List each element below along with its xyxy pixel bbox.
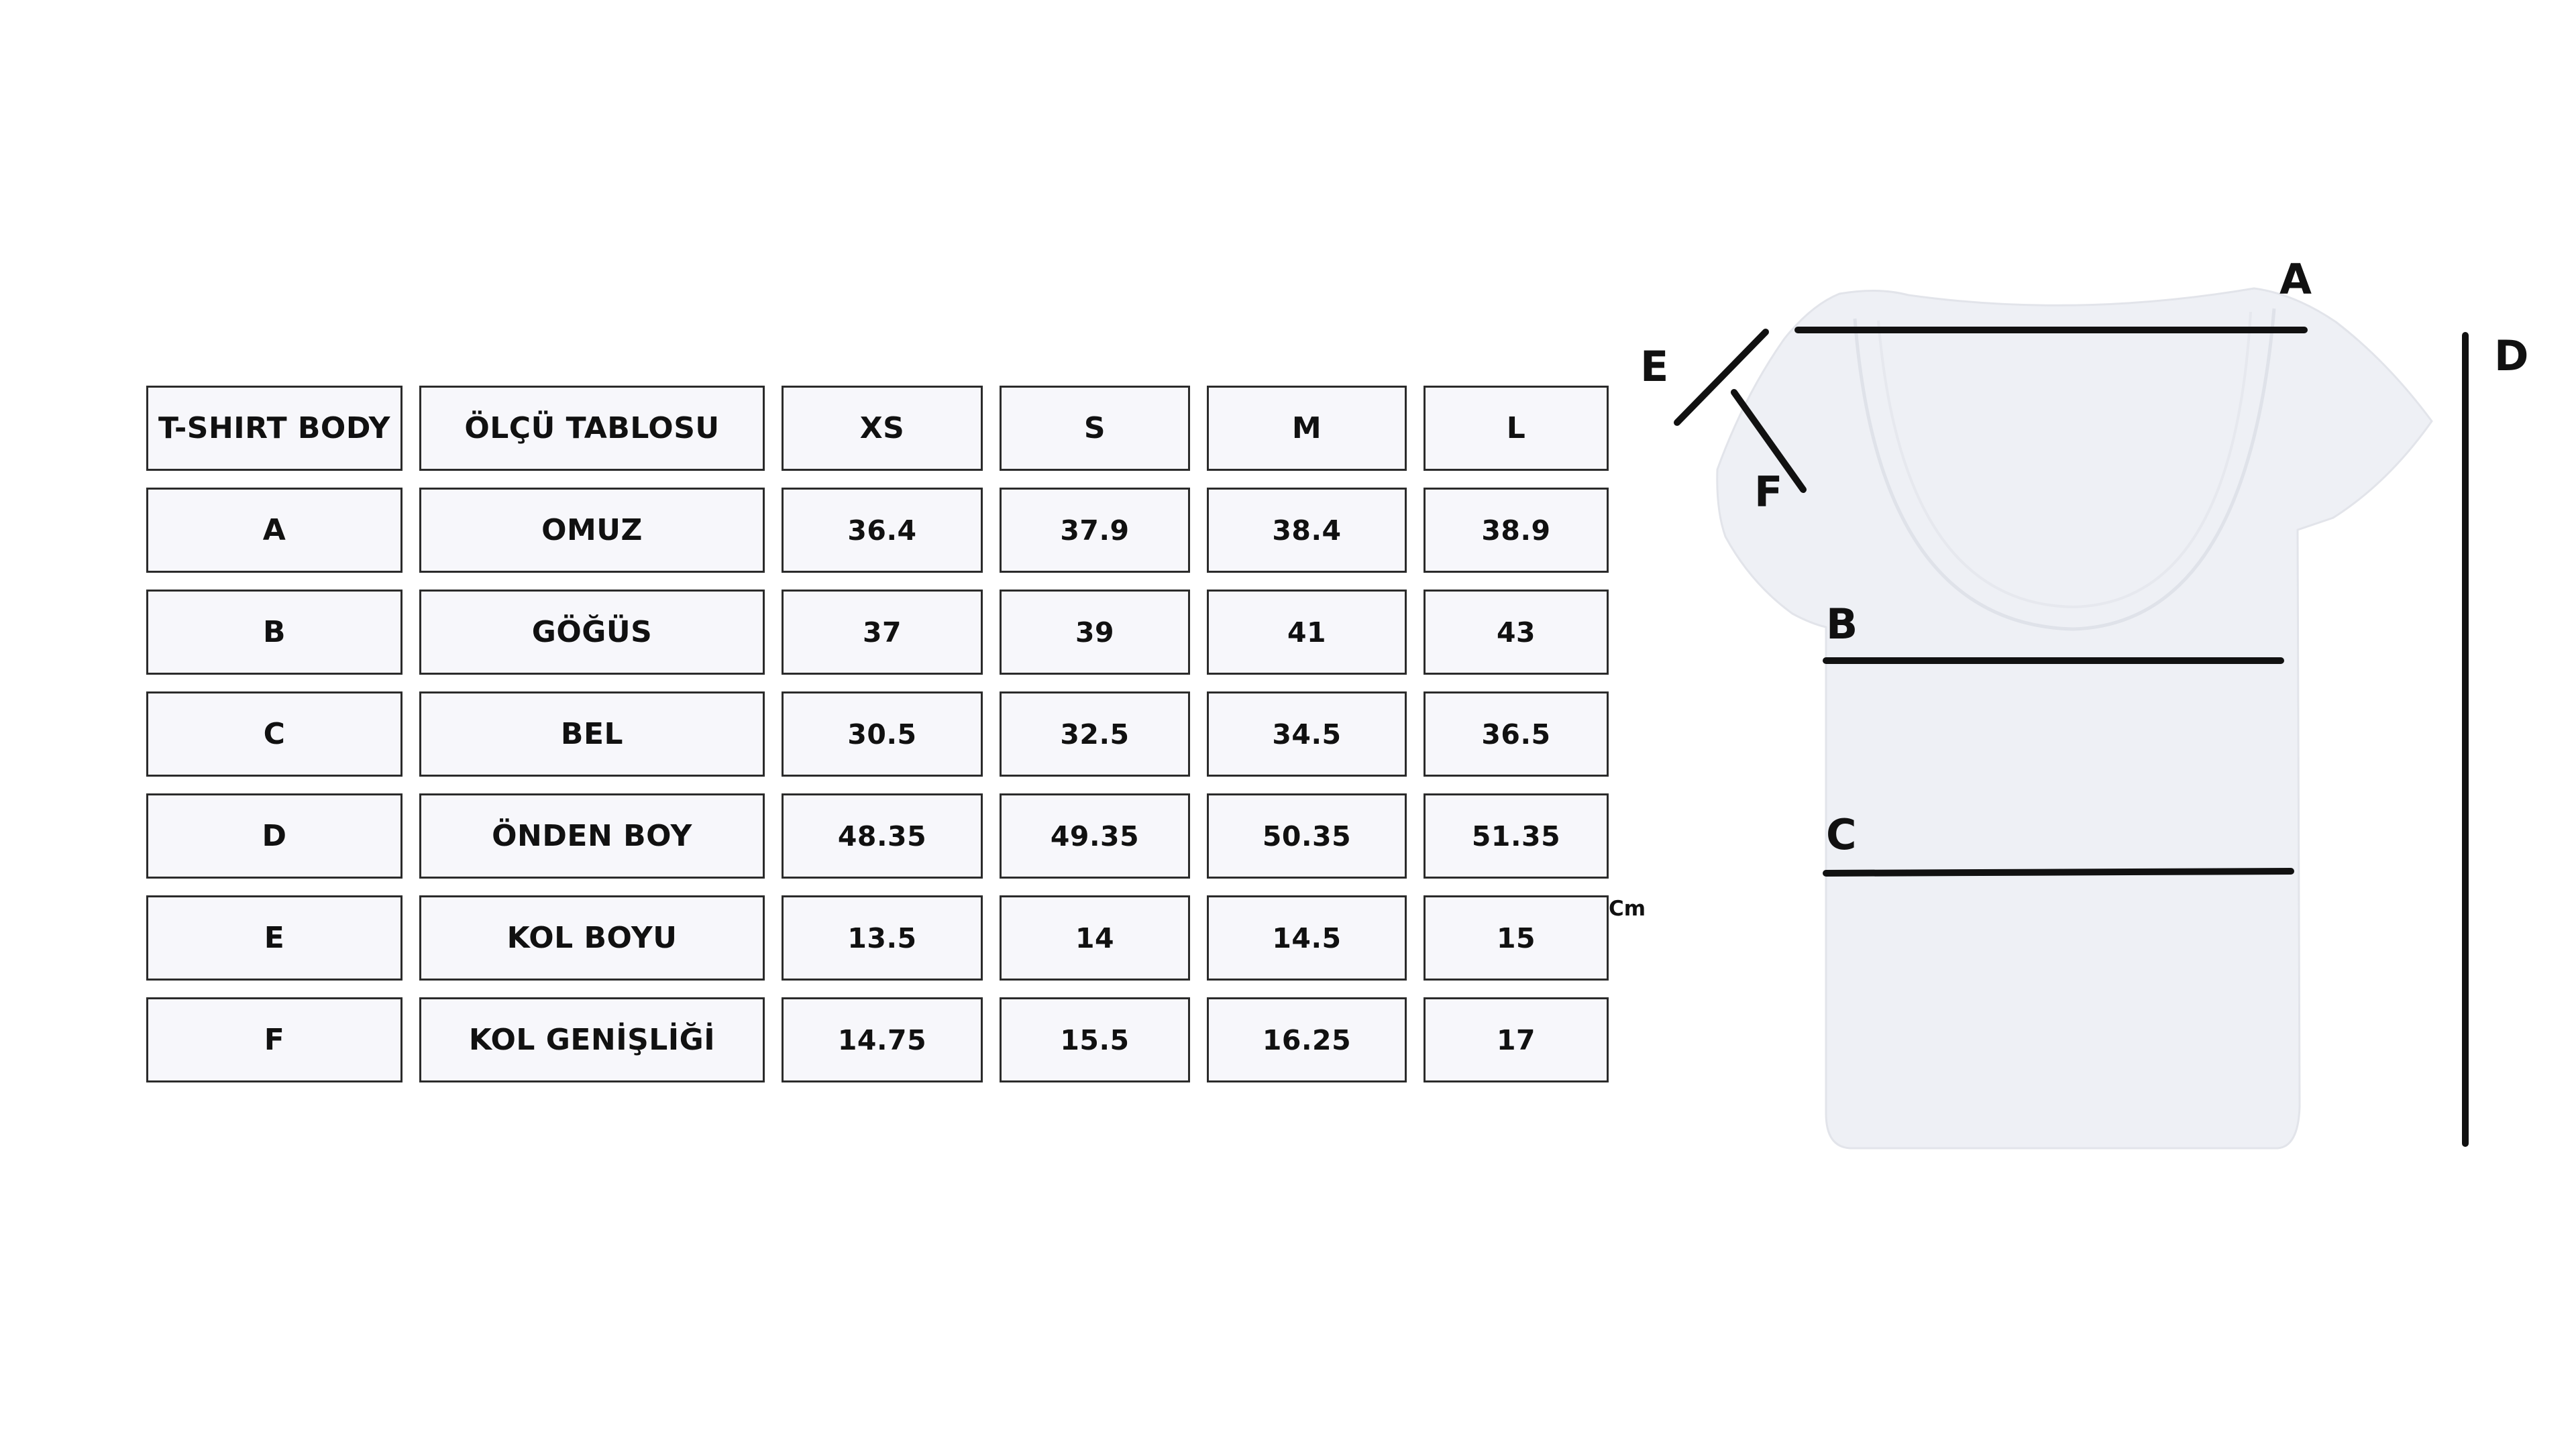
table-cell-value: 50.35: [1207, 793, 1407, 879]
table-row-code: C: [146, 691, 402, 777]
table-cell-value: 15.5: [1000, 997, 1190, 1082]
header-cell-garment: T-SHIRT BODY: [146, 386, 402, 471]
table-row-measurement: GÖĞÜS: [419, 590, 765, 675]
header-cell-chart-title: ÖLÇÜ TABLOSU: [419, 386, 765, 471]
table-row-measurement: ÖNDEN BOY: [419, 793, 765, 879]
table-cell-value: 30.5: [782, 691, 983, 777]
table-cell-value: 16.25: [1207, 997, 1407, 1082]
header-cell-size-l: L: [1424, 386, 1609, 471]
tshirt-silhouette: [1716, 287, 2433, 1150]
label-d: D: [2494, 331, 2528, 380]
table-cell-value: 14.75: [782, 997, 983, 1082]
table-row-measurement: BEL: [419, 691, 765, 777]
table-row-measurement: KOL BOYU: [419, 895, 765, 981]
table-cell-value: 48.35: [782, 793, 983, 879]
label-e: E: [1640, 342, 1668, 391]
table-cell-value: 36.5: [1424, 691, 1609, 777]
table-cell-value: 43: [1424, 590, 1609, 675]
table-cell-value: 36.4: [782, 488, 983, 573]
label-f: F: [1754, 467, 1782, 516]
table-row-code: B: [146, 590, 402, 675]
tshirt-neckline: [1853, 308, 2276, 631]
table-cell-value: 14: [1000, 895, 1190, 981]
tshirt-neckline-inner: [1877, 311, 2252, 609]
table-cell-value: 51.35: [1424, 793, 1609, 879]
header-cell-size-m: M: [1207, 386, 1407, 471]
label-b: B: [1826, 600, 1858, 649]
table-cell-value: 13.5: [782, 895, 983, 981]
table-cell-value: 49.35: [1000, 793, 1190, 879]
header-cell-size-xs: XS: [782, 386, 983, 471]
unit-label: Cm: [1609, 897, 1646, 921]
table-cell-value: 17: [1424, 997, 1609, 1082]
table-row-code: A: [146, 488, 402, 573]
table-row-measurement: OMUZ: [419, 488, 765, 573]
table-cell-value: 38.4: [1207, 488, 1407, 573]
label-c: C: [1826, 810, 1857, 859]
table-cell-value: 14.5: [1207, 895, 1407, 981]
table-cell-value: 32.5: [1000, 691, 1190, 777]
table-cell-value: 34.5: [1207, 691, 1407, 777]
table-cell-value: 38.9: [1424, 488, 1609, 573]
table-cell-value: 41: [1207, 590, 1407, 675]
header-cell-size-s: S: [1000, 386, 1190, 471]
measure-line-waist: [1823, 868, 2294, 877]
measure-line-sleeve-width: [1731, 389, 1807, 493]
table-row-code: D: [146, 793, 402, 879]
table-row-code: E: [146, 895, 402, 981]
label-a: A: [2279, 255, 2312, 304]
table-cell-value: 37: [782, 590, 983, 675]
measure-line-sleeve-length: [1674, 329, 1769, 426]
table-row-measurement: KOL GENİŞLİĞİ: [419, 997, 765, 1082]
table-cell-value: 39: [1000, 590, 1190, 675]
table-row-code: F: [146, 997, 402, 1082]
table-cell-value: 37.9: [1000, 488, 1190, 573]
table-cell-value: 15: [1424, 895, 1609, 981]
